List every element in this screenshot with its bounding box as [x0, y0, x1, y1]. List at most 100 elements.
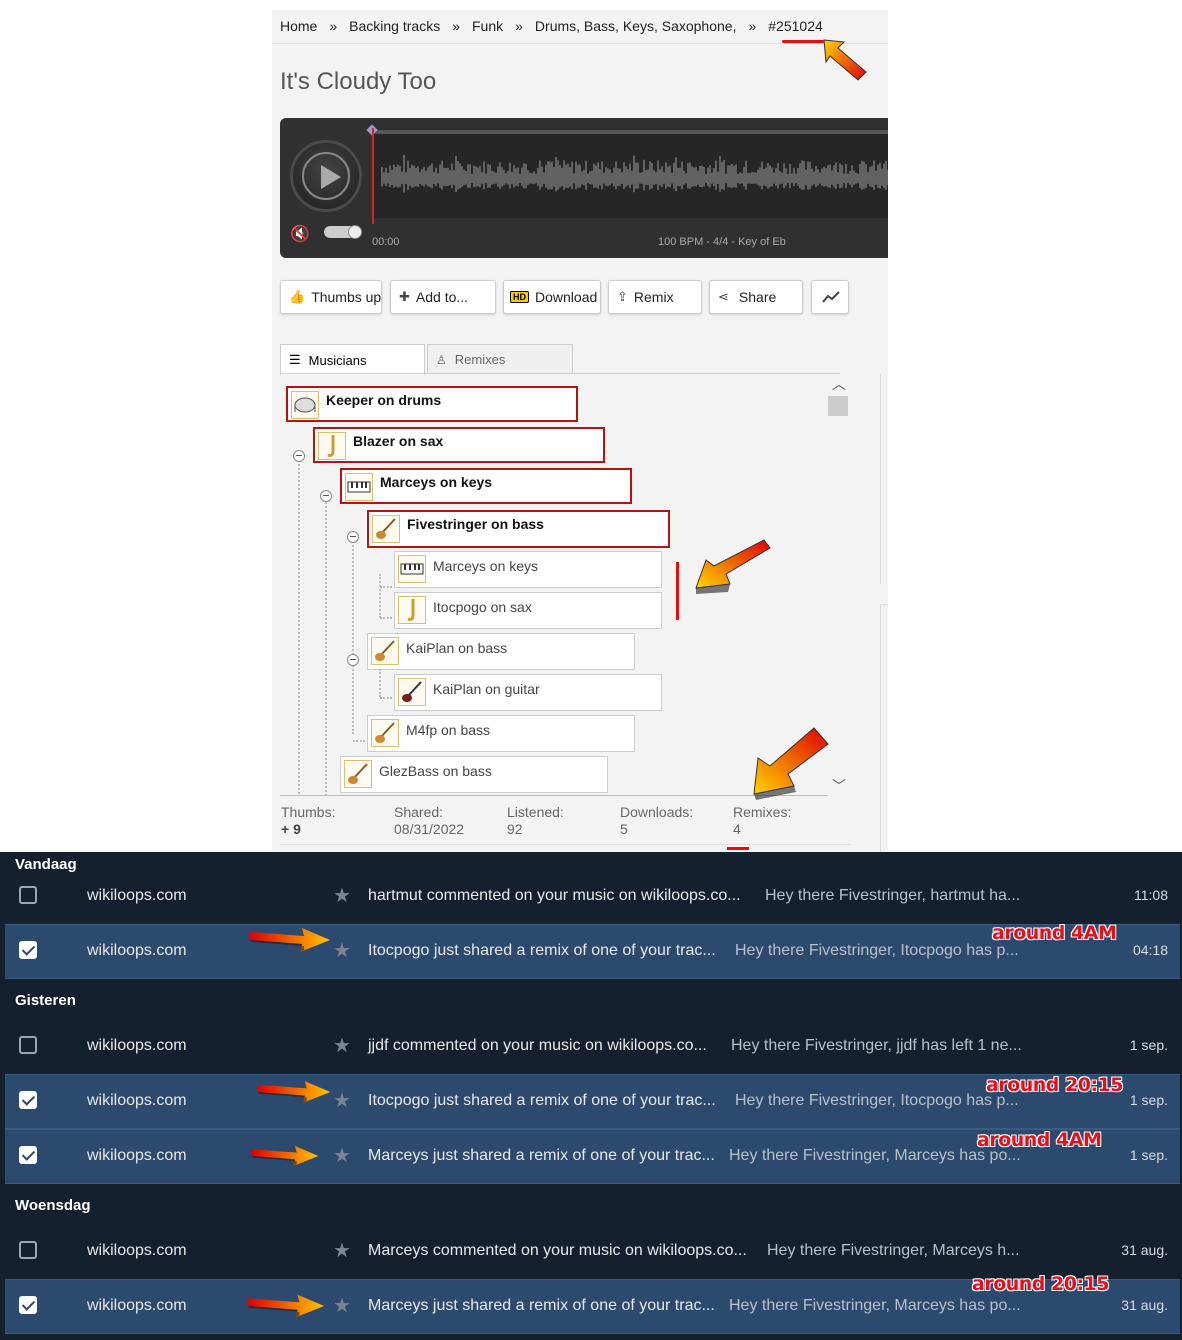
tree-connector	[352, 534, 354, 734]
play-ring	[302, 152, 350, 200]
keys-icon	[398, 555, 426, 583]
add-to-label: Add to...	[415, 289, 469, 305]
row-checkbox[interactable]	[19, 1296, 37, 1314]
stat-downloads-label: Downloads:	[620, 804, 694, 820]
star-icon[interactable]: ★	[333, 1295, 351, 1317]
breadcrumb-home[interactable]: Home	[280, 18, 318, 34]
stat-remixes-label: Remixes:	[733, 804, 792, 820]
stat-listened: Listened: 92	[507, 804, 564, 837]
sax-icon	[318, 432, 346, 460]
scrollbar-thumb[interactable]	[828, 396, 848, 416]
mail-list: Vandaag wikiloops.com ★ hartmut commente…	[0, 852, 1182, 1340]
annotation-arrow-icon	[823, 39, 867, 81]
breadcrumb-funk[interactable]: Funk	[472, 18, 504, 34]
seek-bar[interactable]	[372, 130, 888, 134]
row-checkbox[interactable]	[19, 1091, 37, 1109]
row-checkbox[interactable]	[19, 886, 37, 904]
star-icon[interactable]: ★	[333, 1035, 351, 1057]
tree-node[interactable]: Keeper on drums	[286, 386, 578, 422]
musician-tree: Keeper on drums Blazer on sax Marceys on…	[280, 374, 820, 796]
tab-remixes[interactable]: ♙Remixes	[427, 344, 573, 374]
mail-row[interactable]: wikiloops.com ★ Itocpogo just shared a r…	[5, 1074, 1180, 1129]
volume-slider[interactable]	[324, 225, 362, 239]
annotation-arrow-icon	[753, 727, 829, 800]
volume-knob[interactable]	[348, 225, 362, 239]
scroll-up-icon[interactable]: ︿	[832, 376, 846, 392]
breadcrumb-backing-tracks[interactable]: Backing tracks	[349, 18, 441, 34]
tree-connector	[298, 452, 300, 796]
tree-node[interactable]: Marceys on keys	[340, 468, 632, 504]
mail-sender: wikiloops.com	[87, 942, 187, 959]
collapse-toggle-icon[interactable]	[320, 490, 332, 502]
tree-node[interactable]: GlezBass on bass	[340, 756, 608, 793]
tab-divider	[280, 373, 840, 374]
remix-button[interactable]: ⇪Remix	[608, 280, 702, 314]
star-icon[interactable]: ★	[333, 885, 351, 907]
track-id-underline	[782, 40, 824, 43]
tree-node[interactable]: Fivestringer on bass	[367, 510, 670, 548]
side-panel-edge	[880, 604, 888, 852]
stats-button[interactable]	[811, 280, 849, 314]
tree-node[interactable]: Blazer on sax	[313, 427, 605, 463]
annotation-mark	[676, 562, 679, 620]
row-checkbox[interactable]	[19, 1146, 37, 1164]
thumbs-up-button[interactable]: 👍Thumbs up	[280, 280, 382, 314]
mail-sender: wikiloops.com	[87, 1147, 187, 1164]
star-icon[interactable]: ★	[333, 1240, 351, 1262]
mail-row[interactable]: wikiloops.com ★ jjdf commented on your m…	[0, 1020, 1182, 1075]
mail-snippet: Hey there Fivestringer, Marceys has po..…	[729, 1147, 1021, 1164]
tree-node[interactable]: M4fp on bass	[367, 715, 635, 752]
mail-sender: wikiloops.com	[87, 1037, 187, 1054]
mail-date: 1 sep.	[1129, 1147, 1168, 1163]
tab-musicians[interactable]: ☰Musicians	[280, 344, 425, 375]
thumbs-up-label: Thumbs up	[311, 289, 382, 305]
share-button[interactable]: ⋖ Share	[709, 280, 803, 314]
waveform-graphic	[381, 154, 888, 193]
side-panel-edge	[880, 374, 888, 584]
share-icon: ⋖	[718, 289, 729, 304]
add-to-button[interactable]: ✚Add to...	[390, 280, 496, 314]
star-icon[interactable]: ★	[333, 1145, 351, 1167]
waveform[interactable]	[372, 132, 888, 218]
star-icon[interactable]: ★	[333, 1090, 351, 1112]
scroll-down-icon[interactable]: ﹀	[832, 778, 846, 794]
stat-listened-label: Listened:	[507, 804, 564, 820]
breadcrumb-instruments[interactable]: Drums, Bass, Keys, Saxophone,	[534, 18, 737, 34]
annotation-text: around 20:15	[986, 1074, 1124, 1096]
tree-node[interactable]: KaiPlan on bass	[367, 633, 635, 670]
tree-node-label: GlezBass on bass	[379, 763, 492, 779]
tree-node-label: Keeper on drums	[326, 392, 442, 408]
row-checkbox[interactable]	[19, 1036, 37, 1054]
collapse-toggle-icon[interactable]	[347, 531, 359, 543]
mail-snippet: Hey there Fivestringer, jjdf has left 1 …	[731, 1037, 1022, 1054]
annotation-text: around 20:15	[972, 1273, 1110, 1295]
row-checkbox[interactable]	[19, 941, 37, 959]
row-checkbox[interactable]	[19, 1241, 37, 1259]
mute-icon[interactable]: 🔇	[290, 226, 310, 243]
tree-node[interactable]: KaiPlan on guitar	[394, 674, 662, 711]
group-header: Vandaag	[15, 856, 77, 873]
stat-thumbs: Thumbs: + 9	[281, 804, 335, 837]
tree-node[interactable]: Marceys on keys	[394, 551, 662, 588]
tab-remixes-label: Remixes	[454, 352, 506, 367]
tree-node-label: M4fp on bass	[406, 722, 491, 738]
collapse-toggle-icon[interactable]	[347, 654, 359, 666]
mail-row[interactable]: wikiloops.com ★ Marceys just shared a re…	[5, 1129, 1180, 1184]
mail-row[interactable]: wikiloops.com ★ hartmut commented on you…	[0, 870, 1182, 925]
tree-node-label: KaiPlan on guitar	[433, 681, 540, 697]
mail-row[interactable]: wikiloops.com ★ Marceys commented on you…	[0, 1225, 1182, 1280]
tree-node-label: Marceys on keys	[433, 558, 539, 574]
share-label: Share	[738, 289, 777, 305]
mail-row[interactable]: wikiloops.com ★ Itocpogo just shared a r…	[5, 924, 1180, 979]
mail-row[interactable]: wikiloops.com ★ Marceys just shared a re…	[5, 1279, 1180, 1334]
tree-node[interactable]: Itocpogo on sax	[394, 592, 662, 629]
mail-snippet: Hey there Fivestringer, hartmut ha...	[765, 887, 1021, 904]
annotation-arrow-icon	[251, 1146, 319, 1166]
star-icon[interactable]: ★	[333, 940, 351, 962]
tree-divider	[280, 795, 828, 796]
play-button[interactable]	[290, 140, 362, 212]
breadcrumb-divider	[272, 43, 888, 44]
collapse-toggle-icon[interactable]	[293, 450, 305, 462]
mail-subject: Marceys commented on your music on wikil…	[368, 1242, 747, 1259]
